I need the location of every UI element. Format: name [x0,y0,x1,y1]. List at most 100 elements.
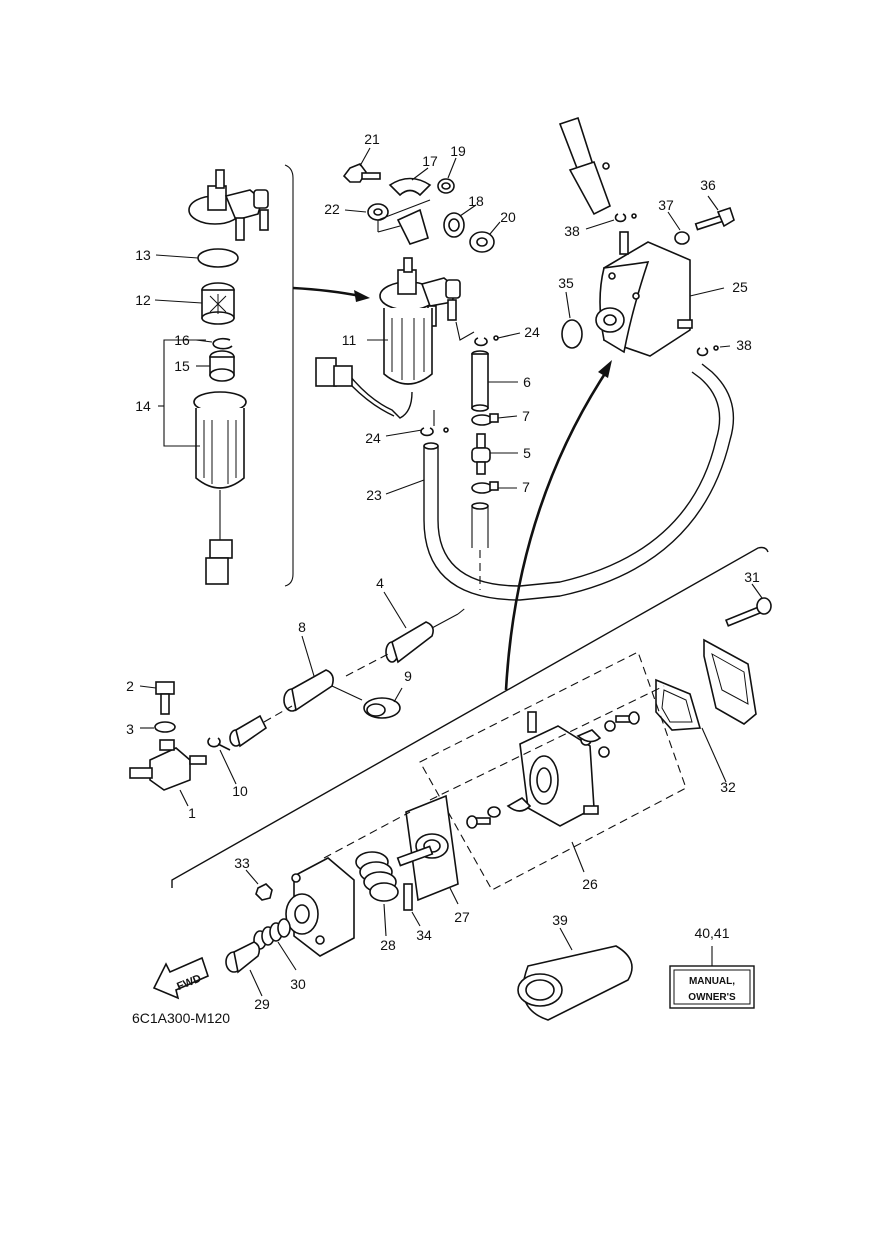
hose-23 [423,363,735,601]
screw-a [466,815,491,829]
valve-b [576,729,602,743]
callout-1: 1 [188,805,196,821]
callout-3: 3 [126,721,134,737]
washer-37 [674,231,690,245]
pump-body-26 [519,711,610,827]
o-ring-13 [197,248,239,268]
callout-12: 12 [135,292,151,308]
fuel-joint-1 [129,739,207,791]
callout-9: 9 [404,668,412,684]
washer-a [487,806,501,818]
callout-4: 4 [376,575,384,591]
filter-bracket-plate [396,208,429,245]
section-divider [171,546,769,888]
valve-a [506,797,532,812]
hose-lower [471,502,489,548]
callout-38a: 38 [564,223,580,239]
filter-cup-14 [193,391,247,585]
callout-6: 6 [523,374,531,390]
bracket-14 [163,339,206,447]
washer-3 [154,721,176,733]
spring-28 [355,851,399,902]
sensor-wire [349,375,413,419]
washer-b [604,720,616,732]
callout-13: 13 [135,247,151,263]
callout-28: 28 [380,937,396,953]
callout-32: 32 [720,779,736,795]
clamp-7-lower [471,481,499,494]
clip-24-lower [420,427,449,437]
primer-hose-top [558,116,611,216]
manual-line1: MANUAL, [689,976,735,987]
plunger-29 [225,941,261,974]
callout-40-41: 40,41 [694,925,729,941]
gasket-32 [655,678,702,731]
sensor-connector [315,357,353,387]
bolt-2 [155,681,175,715]
spring-30 [253,918,291,950]
diaphragm-27 [396,794,459,902]
parts-bag-39 [517,945,633,1021]
callout-26: 26 [582,876,598,892]
clip-16 [212,337,233,350]
hose-4 [385,613,459,664]
callout-31: 31 [744,569,760,585]
callout-5: 5 [523,445,531,461]
hose-6 [471,350,489,412]
bracket-17 [388,177,432,197]
assembly-arrow [504,371,608,691]
callout-23: 23 [366,487,382,503]
collar-20 [469,231,495,253]
callout-25: 25 [732,279,748,295]
callout-20: 20 [500,209,516,225]
callout-38b: 38 [736,337,752,353]
group-26-box [419,651,687,891]
bracket-arrow [292,286,361,298]
filter-cap [188,169,269,241]
callout-24b: 24 [365,430,381,446]
clamp-9 [363,697,401,719]
pin-34 [403,883,413,911]
callout-18: 18 [468,193,484,209]
callout-35: 35 [558,275,574,291]
callout-7b: 7 [522,479,530,495]
callout-21: 21 [364,131,380,147]
filter-element-12 [201,282,235,325]
callout-11: 11 [342,332,357,348]
callout-17: 17 [422,153,438,169]
screw-31 [724,597,772,627]
manual-line2: OWNER'S [688,992,736,1003]
fwd-arrow-icon: FWD [152,956,209,1000]
callout-8: 8 [298,619,306,635]
callout-24a: 24 [524,324,540,340]
owners-manual: MANUAL, OWNER'S [669,965,755,1009]
grommet-19 [437,178,455,194]
bolt-21 [342,163,381,183]
fuel-pump-25 [595,231,693,357]
callout-27: 27 [454,909,470,925]
group-bracket [284,164,294,587]
callout-22: 22 [324,201,340,217]
callout-37: 37 [658,197,674,213]
fuel-joint-5 [471,433,491,475]
clip-24-upper [474,335,499,347]
callout-33: 33 [234,855,250,871]
diagram-code: 6C1A300-M120 [132,1010,230,1026]
callout-34: 34 [416,927,432,943]
screw-36 [694,206,735,231]
grommet-18 [443,212,465,238]
clamp-7-upper [471,413,499,426]
pump-housing [285,857,355,957]
screw-b [615,711,640,725]
callout-30: 30 [290,976,306,992]
float-15 [209,350,235,382]
callout-7a: 7 [522,408,530,424]
cover-32 [703,638,757,725]
fuel-filter-11 [379,257,461,385]
clip-10 [207,737,231,751]
callout-10: 10 [232,783,248,799]
clip-38-lower [696,345,719,357]
callout-15: 15 [174,358,190,374]
collar-22 [367,203,389,221]
